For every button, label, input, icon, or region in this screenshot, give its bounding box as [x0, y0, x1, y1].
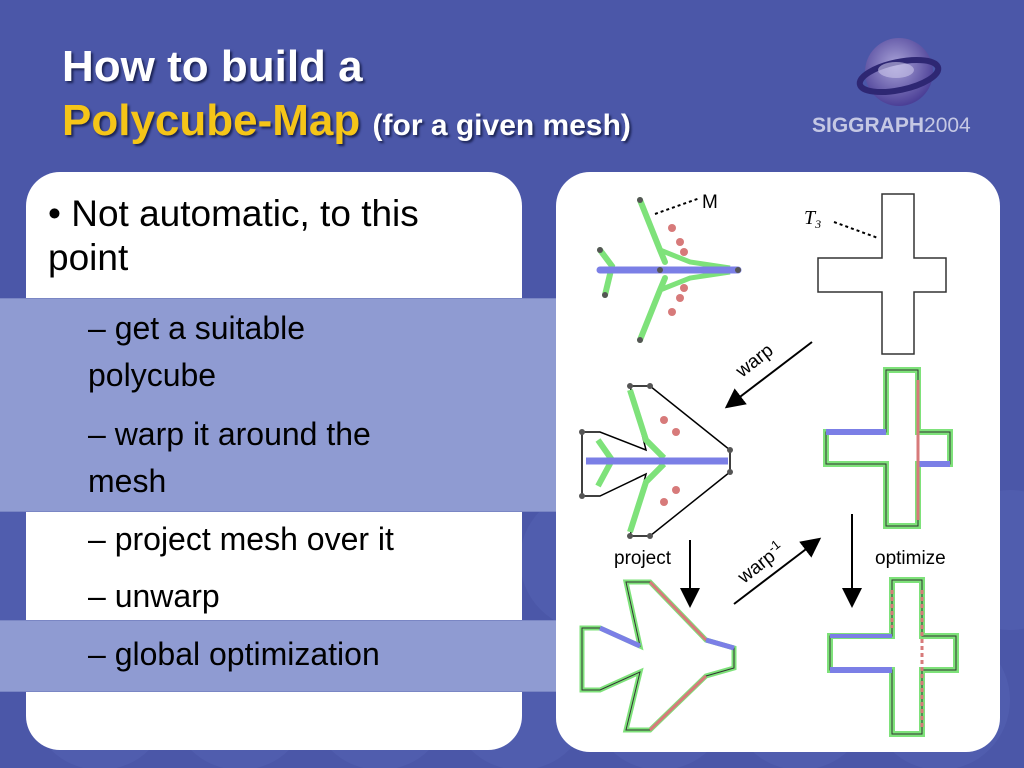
pipeline-figure: M T3 warp project w [579, 192, 959, 737]
cross-optimized [827, 577, 959, 737]
label-warp-inverse: warp-1 [732, 537, 789, 589]
highlight-band-1 [0, 298, 556, 512]
logo-year: 2004 [924, 114, 971, 137]
label-t3: T3 [804, 207, 821, 231]
title-line-1: How to build a [62, 42, 363, 91]
plane-projected [579, 579, 737, 733]
sub-item-unwarp: – unwarp [88, 578, 220, 614]
sub-item-warp: – warp it around the mesh [88, 416, 371, 499]
siggraph-logo-icon [856, 38, 942, 106]
polycube-cross [817, 193, 947, 355]
sub-item-optimize: – global optimization [88, 636, 380, 672]
slide-title: How to build a Polycube-Map (for a given… [62, 40, 631, 153]
siggraph-wordmark: SIGGRAPH2004 [812, 114, 971, 138]
unwarp-arrow [733, 537, 822, 605]
label-m-pointer [654, 197, 701, 215]
label-optimize: optimize [875, 548, 946, 569]
figure-panel: M T3 warp project w [556, 172, 1000, 752]
highlight-band-2 [0, 620, 556, 692]
bullet-main: • Not automatic, to this point [48, 193, 419, 278]
plane-mesh-original [596, 197, 742, 343]
label-t3-pointer [833, 221, 879, 239]
label-project: project [614, 548, 672, 569]
cross-with-mesh [823, 367, 953, 529]
label-m: M [702, 192, 718, 213]
label-warp: warp [731, 340, 777, 383]
title-line-2: Polycube-Map [62, 96, 361, 145]
plane-warped [579, 383, 733, 539]
logo-brand: SIGGRAPH [812, 114, 925, 137]
sub-item-project: – project mesh over it [88, 521, 394, 557]
warp-arrow [724, 341, 813, 409]
title-suffix: (for a given mesh) [372, 109, 631, 142]
sub-item-polycube: – get a suitable polycube [88, 310, 306, 393]
